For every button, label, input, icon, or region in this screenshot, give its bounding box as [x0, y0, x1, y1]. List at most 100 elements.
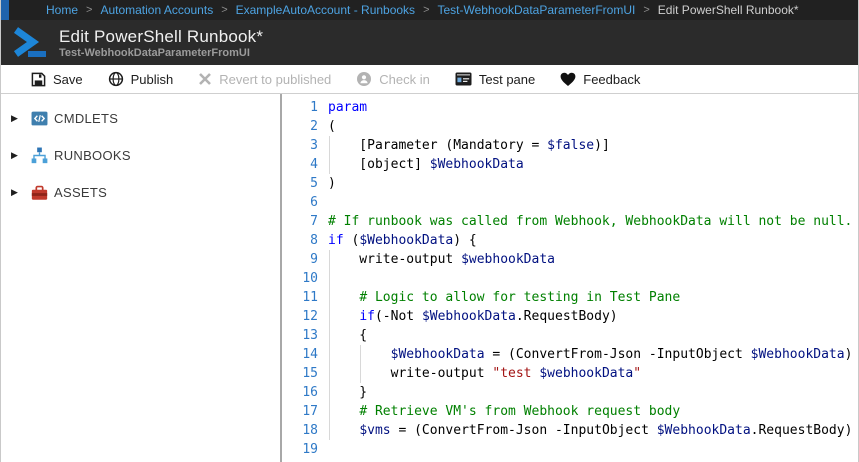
code-line[interactable]: 3 [Parameter (Mandatory = $false)] — [282, 136, 858, 155]
indent-guide — [329, 136, 330, 155]
check-in-label: Check in — [379, 71, 430, 87]
line-number: 4 — [310, 157, 318, 172]
code-text[interactable] — [328, 269, 858, 288]
code-line[interactable]: 16 } — [282, 383, 858, 402]
line-number: 6 — [310, 195, 318, 210]
code-line[interactable]: 1 param — [282, 98, 858, 117]
code-text[interactable] — [328, 193, 858, 212]
code-line[interactable]: 19 — [282, 440, 858, 459]
line-number: 18 — [302, 423, 318, 438]
save-label: Save — [53, 71, 83, 87]
indent-guide — [329, 326, 330, 345]
code-line[interactable]: 2( — [282, 117, 858, 136]
page-header: Edit PowerShell Runbook* Test-WebhookDat… — [1, 20, 858, 65]
publish-button[interactable]: Publish — [108, 71, 174, 87]
code-text[interactable]: write-output $webhookData — [328, 250, 555, 269]
code-line[interactable]: 15 write-output "test $webhookData" — [282, 364, 858, 383]
code-line[interactable]: 18 $vms = (ConvertFrom-Json -InputObject… — [282, 421, 858, 440]
toolbox-icon — [31, 185, 48, 200]
revert-label: Revert to published — [219, 71, 332, 87]
indent-guide — [329, 155, 330, 174]
code-line[interactable]: 8 if ($WebhookData) { — [282, 231, 858, 250]
line-number: 7 — [310, 214, 318, 229]
code-text[interactable]: # Retrieve VM's from Webhook request bod… — [328, 402, 858, 421]
indent-guide — [360, 364, 362, 383]
code-text[interactable]: $WebhookData = (ConvertFrom-Json -InputO… — [328, 345, 858, 364]
code-line[interactable]: 7 # If runbook was called from Webhook, W… — [282, 212, 858, 231]
code-text[interactable]: # Logic to allow for testing in Test Pan… — [328, 288, 858, 307]
console-window-icon — [455, 72, 472, 86]
indent-guide — [329, 307, 330, 326]
line-number: 5 — [310, 176, 318, 191]
code-line[interactable]: 11 # Logic to allow for testing in Test … — [282, 288, 858, 307]
line-number: 19 — [302, 442, 318, 457]
code-line[interactable]: 9 write-output $webhookData — [282, 250, 858, 269]
code-line[interactable]: 10 — [282, 269, 858, 288]
sidebar-item-assets[interactable]: ▶ ASSETS — [1, 174, 280, 211]
code-text[interactable]: ( — [328, 119, 336, 134]
code-text[interactable]: if(-Not $WebhookData.RequestBody) — [328, 307, 858, 326]
test-pane-button[interactable]: Test pane — [455, 72, 535, 87]
revert-to-published-button[interactable]: Revert to published — [198, 72, 331, 87]
line-number: 11 — [302, 290, 318, 305]
content-area: ▶ CMDLETS ▶ RUNBOOKS — [1, 94, 858, 462]
breadcrumb-link-automation-accounts[interactable]: Automation Accounts — [100, 3, 214, 17]
line-number: 2 — [310, 119, 318, 134]
person-circle-icon — [357, 72, 372, 86]
code-line[interactable]: 4 [object] $WebhookData — [282, 155, 858, 174]
indent-guide — [329, 402, 330, 421]
library-sidebar: ▶ CMDLETS ▶ RUNBOOKS — [1, 94, 282, 462]
indent-guide — [329, 364, 330, 383]
code-line[interactable]: 5) — [282, 174, 858, 193]
code-line[interactable]: 12 if(-Not $WebhookData.RequestBody) — [282, 307, 858, 326]
publish-label: Publish — [130, 71, 174, 87]
breadcrumb-current: Edit PowerShell Runbook* — [657, 3, 799, 17]
feedback-button[interactable]: Feedback — [560, 72, 640, 87]
sidebar-item-cmdlets[interactable]: ▶ CMDLETS — [1, 100, 280, 137]
breadcrumb-link-home[interactable]: Home — [46, 3, 79, 17]
test-pane-label: Test pane — [478, 71, 536, 87]
code-line[interactable]: 17 # Retrieve VM's from Webhook request … — [282, 402, 858, 421]
code-text[interactable]: param — [328, 100, 368, 115]
code-text[interactable]: # If runbook was called from Webhook, We… — [328, 214, 853, 229]
line-number: 1 — [310, 100, 318, 115]
indent-guide — [329, 383, 330, 402]
code-text[interactable]: ) — [328, 176, 336, 191]
breadcrumb-link-account-runbooks[interactable]: ExampleAutoAccount - Runbooks — [235, 3, 416, 17]
line-number: 14 — [302, 347, 318, 362]
indent-guide — [329, 421, 330, 440]
line-number: 8 — [310, 233, 318, 248]
code-text[interactable]: $vms = (ConvertFrom-Json -InputObject $W… — [328, 421, 858, 440]
triangle-right-icon[interactable]: ▶ — [11, 187, 18, 197]
x-mark-icon — [199, 73, 212, 85]
code-line[interactable]: 6 — [282, 193, 858, 212]
indent-guide — [360, 345, 362, 364]
sidebar-item-label: RUNBOOKS — [54, 148, 131, 163]
sidebar-item-runbooks[interactable]: ▶ RUNBOOKS — [1, 137, 280, 174]
code-text[interactable]: write-output "test $webhookData" — [328, 364, 642, 383]
check-in-button[interactable]: Check in — [356, 71, 430, 87]
code-text[interactable]: } — [328, 383, 368, 402]
heart-icon — [560, 72, 576, 86]
chevron-separator-icon: > — [86, 4, 93, 16]
line-number: 12 — [302, 309, 318, 324]
code-text[interactable]: if ($WebhookData) { — [328, 233, 477, 248]
code-line[interactable]: 14 $WebhookData = (ConvertFrom-Json -Inp… — [282, 345, 858, 364]
code-text[interactable]: [Parameter (Mandatory = $false)] — [328, 136, 610, 155]
line-number: 17 — [302, 404, 318, 419]
sidebar-item-label: CMDLETS — [54, 111, 119, 126]
save-button[interactable]: Save — [31, 72, 83, 87]
triangle-right-icon[interactable]: ▶ — [11, 113, 18, 123]
code-text[interactable]: [object] $WebhookData — [328, 155, 524, 174]
page-subtitle: Test-WebhookDataParameterFromUI — [59, 46, 250, 59]
triangle-right-icon[interactable]: ▶ — [11, 150, 18, 160]
code-text[interactable]: { — [328, 326, 368, 345]
breadcrumb-link-runbook[interactable]: Test-WebhookDataParameterFromUI — [437, 3, 636, 17]
code-line[interactable]: 13 { — [282, 326, 858, 345]
line-number: 13 — [302, 328, 318, 343]
code-text[interactable] — [328, 440, 858, 459]
floppy-disk-icon — [31, 72, 46, 86]
indent-guide — [329, 288, 330, 307]
